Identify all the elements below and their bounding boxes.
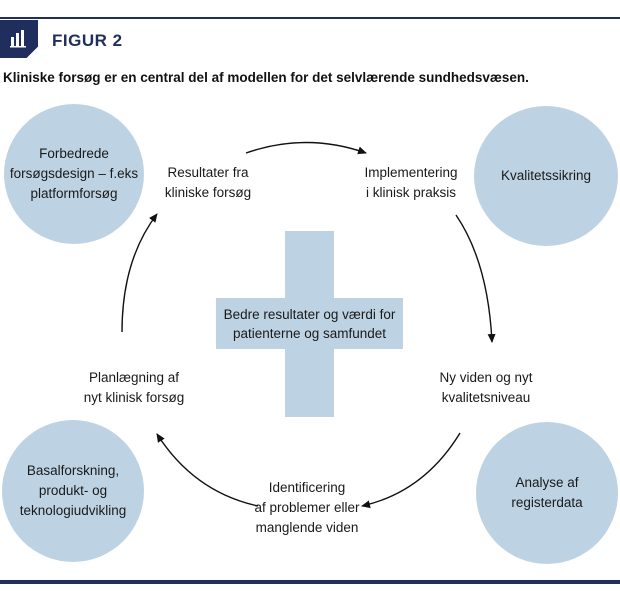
arrow-new-knowledge-to-identification: [361, 432, 461, 509]
figure-label: FIGUR 2: [52, 31, 123, 50]
cross-horizontal-bar: [216, 298, 403, 349]
figure-badge: [0, 20, 38, 58]
circle-basic-research: Basalforskning, produkt- og teknologiudv…: [2, 420, 144, 562]
figure-caption: Kliniske forsøg er en central del af mod…: [3, 70, 529, 85]
arrow-implementation-to-new-knowledge: [455, 214, 496, 343]
top-rule: [0, 17, 620, 19]
bar-chart-icon: [10, 30, 26, 48]
cycle-step-new-knowledge: Ny viden og nyt kvalitetsniveau: [439, 370, 533, 405]
cycle-step-results: Resultater fra kliniske forsøg: [164, 165, 252, 200]
cycle-step-implementation: Implementering i klinisk praksis: [364, 165, 458, 200]
arrow-identification-to-planning: [156, 433, 259, 507]
center-outcome-text: Bedre resultater og værdi for patientern…: [223, 306, 396, 341]
circle-quality-assurance: Kvalitetssikring: [474, 106, 618, 246]
cycle-step-planning: Planlægning af nyt klinisk forsøg: [83, 370, 185, 405]
cycle-step-identification: Identificering af problemer eller mangle…: [254, 480, 360, 535]
arrow-results-to-implementation: [245, 141, 367, 155]
circle-improved-trial-design: Forbedrede forsøgsdesign – f.eks platfor…: [4, 104, 144, 244]
bottom-rule: [0, 580, 620, 584]
circle-registry-analysis: Analyse af registerdata: [476, 422, 618, 564]
arrow-planning-to-results: [121, 213, 158, 333]
